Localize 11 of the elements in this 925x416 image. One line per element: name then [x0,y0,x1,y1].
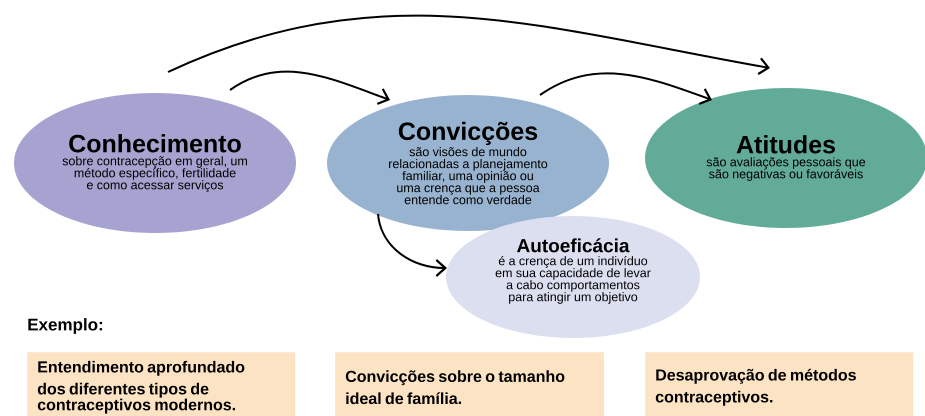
curved-arrow [230,70,390,105]
ellipse-node: Autoeficácia é a crença de um indivíduo em sua capacidade de levar a cabo comportamentos para atingir um objetivo [446,216,700,338]
example-box: Desaprovação de métodos contraceptivos. [645,352,914,416]
curved-arrow [168,14,770,75]
curved-arrow [539,72,712,105]
curved-arrow [377,214,448,277]
example-box: Entendimento aprofundado dos diferentes tipos de contraceptivos modernos. [27,352,296,416]
example-box: Convicções sobre o tamanho ideal de família. [335,352,604,416]
heading: Exemplo: [28,318,102,334]
ellipse-node: Conhecimento sobre contracepção em geral, um método específico, fertilidade e como acessar serviços [14,93,296,233]
ellipse-node: Convicções são visões de mundo relacionadas a planejamento familiar, uma opinião ou uma crença que a pessoa entende como verdade [327,95,609,231]
